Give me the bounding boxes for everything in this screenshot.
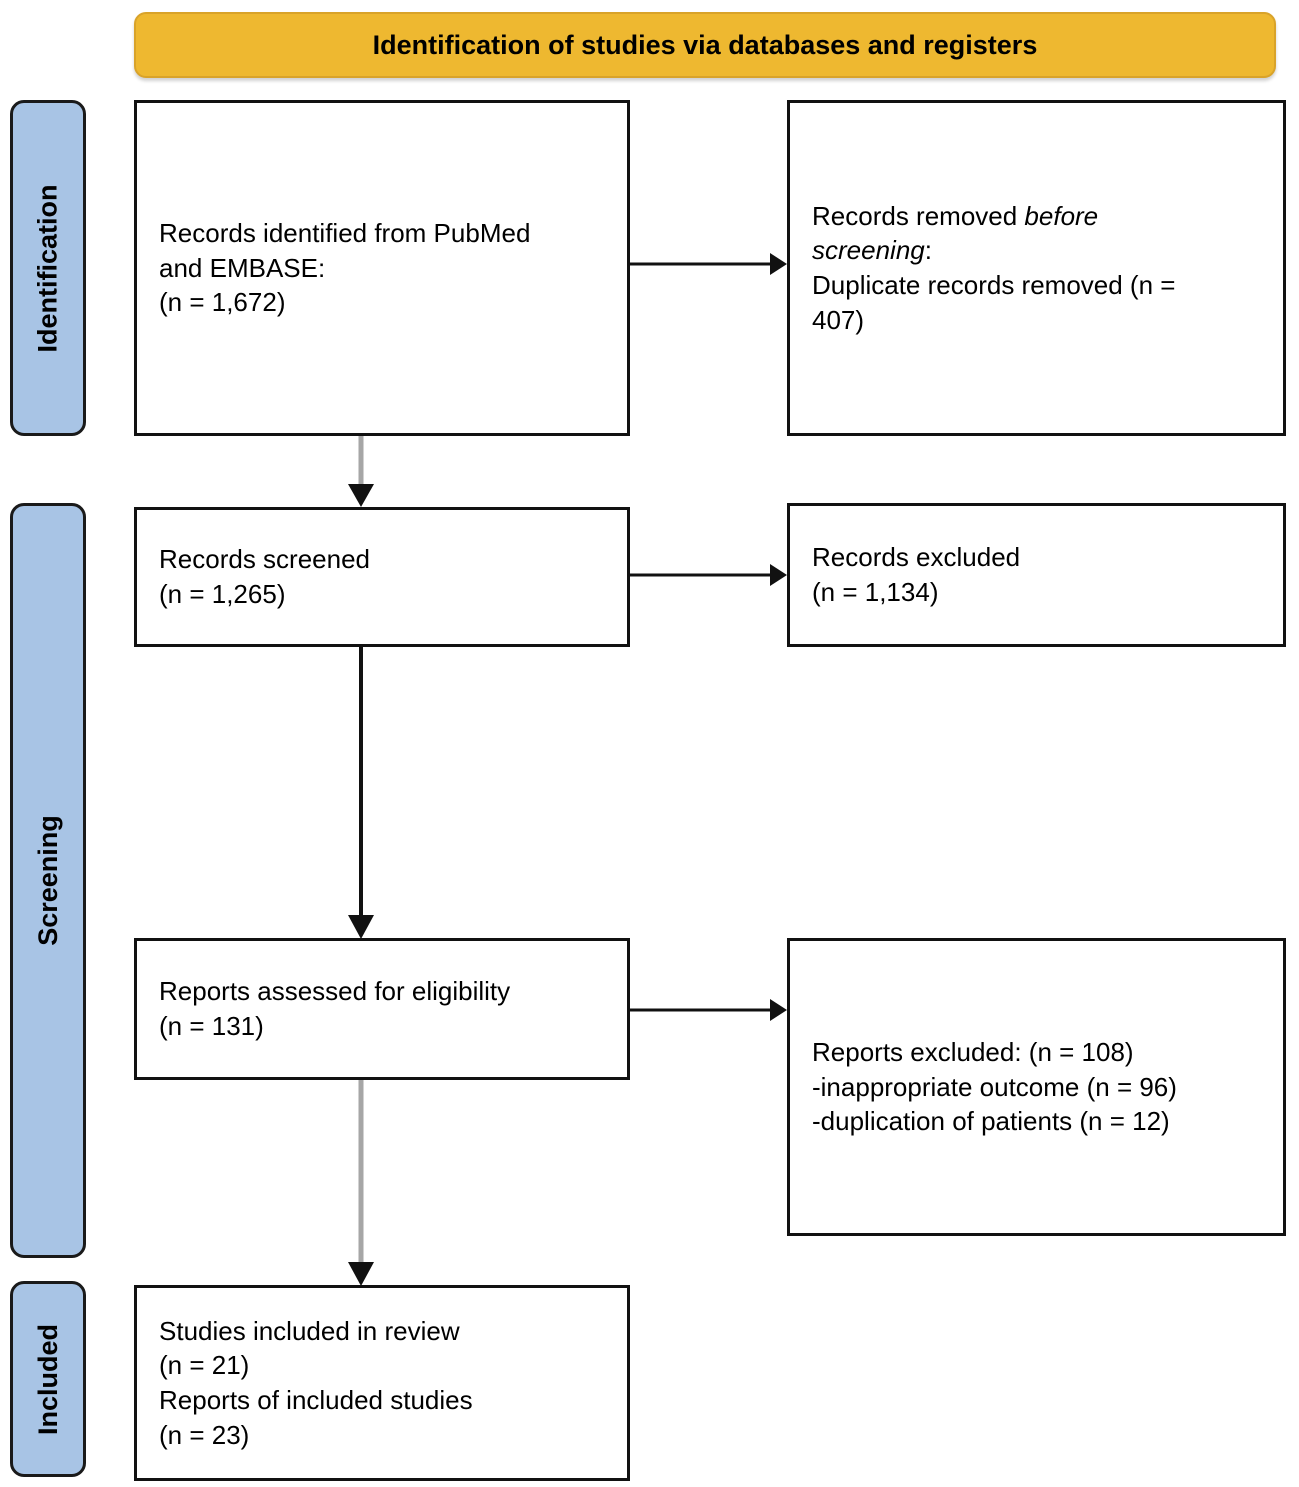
arrow-identified-to-removed: [630, 252, 790, 276]
records-identified-line-1: Records identified from PubMed: [159, 218, 531, 249]
stage-bar-screening: Screening: [10, 503, 86, 1258]
reports-assessed-count: (n = 131): [159, 1011, 264, 1041]
records-identified-count: (n = 1,672): [159, 287, 286, 318]
records-identified-line-2: and EMBASE:: [159, 252, 326, 283]
arrow-eligibility-to-reports-excluded: [630, 998, 790, 1022]
stage-label-screening: Screening: [32, 815, 63, 946]
records-screened-count: (n = 1,265): [159, 579, 286, 609]
records-removed-line-3: Duplicate records removed (n =: [812, 270, 1176, 300]
reports-excluded-reason-1: -inappropriate outcome (n = 96): [812, 1071, 1177, 1102]
records-removed-line-1-italic: before: [1024, 200, 1099, 231]
reports-included-count: (n = 23): [159, 1419, 250, 1450]
records-removed-line-2: screening:: [812, 233, 1261, 268]
arrow-eligibility-to-included: [345, 1080, 377, 1288]
box-records-excluded: Records excluded (n = 1,134): [787, 503, 1286, 647]
box-studies-included: Studies included in review (n = 21) Repo…: [134, 1285, 630, 1481]
stage-bar-identification: Identification: [10, 100, 86, 436]
records-screened-label: Records screened: [159, 544, 370, 575]
reports-assessed-label: Reports assessed for eligibility: [159, 976, 511, 1007]
stage-bar-included: Included: [10, 1281, 86, 1477]
stage-label-included: Included: [32, 1323, 63, 1435]
box-records-identified: Records identified from PubMed and EMBAS…: [134, 100, 630, 436]
stage-label-identification: Identification: [32, 184, 63, 352]
banner-title: Identification of studies via databases …: [372, 29, 1038, 60]
box-records-screened: Records screened (n = 1,265): [134, 507, 630, 647]
reports-included-label: Reports of included studies: [159, 1385, 473, 1415]
arrow-identified-to-screened: [345, 436, 377, 508]
records-removed-line-2-italic: screening: [812, 235, 925, 266]
records-excluded-label: Records excluded: [812, 542, 1021, 573]
header-banner: Identification of studies via databases …: [134, 12, 1276, 78]
records-removed-line-1-plain: Records removed: [812, 200, 1025, 231]
box-records-removed: Records removed before screening: Duplic…: [787, 100, 1286, 436]
records-removed-line-1: Records removed before: [812, 199, 1261, 234]
studies-included-count: (n = 21): [159, 1350, 250, 1381]
box-reports-assessed-eligibility: Reports assessed for eligibility (n = 13…: [134, 938, 630, 1080]
arrow-screened-to-records-excluded: [630, 563, 790, 587]
records-removed-line-2-plain: :: [924, 235, 932, 266]
studies-included-label: Studies included in review: [159, 1315, 460, 1346]
records-removed-count: 407): [812, 304, 865, 335]
arrow-screened-to-eligibility: [345, 647, 377, 941]
box-reports-excluded: Reports excluded: (n = 108) -inappropria…: [787, 938, 1286, 1236]
reports-excluded-total: Reports excluded: (n = 108): [812, 1037, 1134, 1068]
records-excluded-count: (n = 1,134): [812, 577, 939, 607]
reports-excluded-reason-2: -duplication of patients (n = 12): [812, 1106, 1170, 1137]
